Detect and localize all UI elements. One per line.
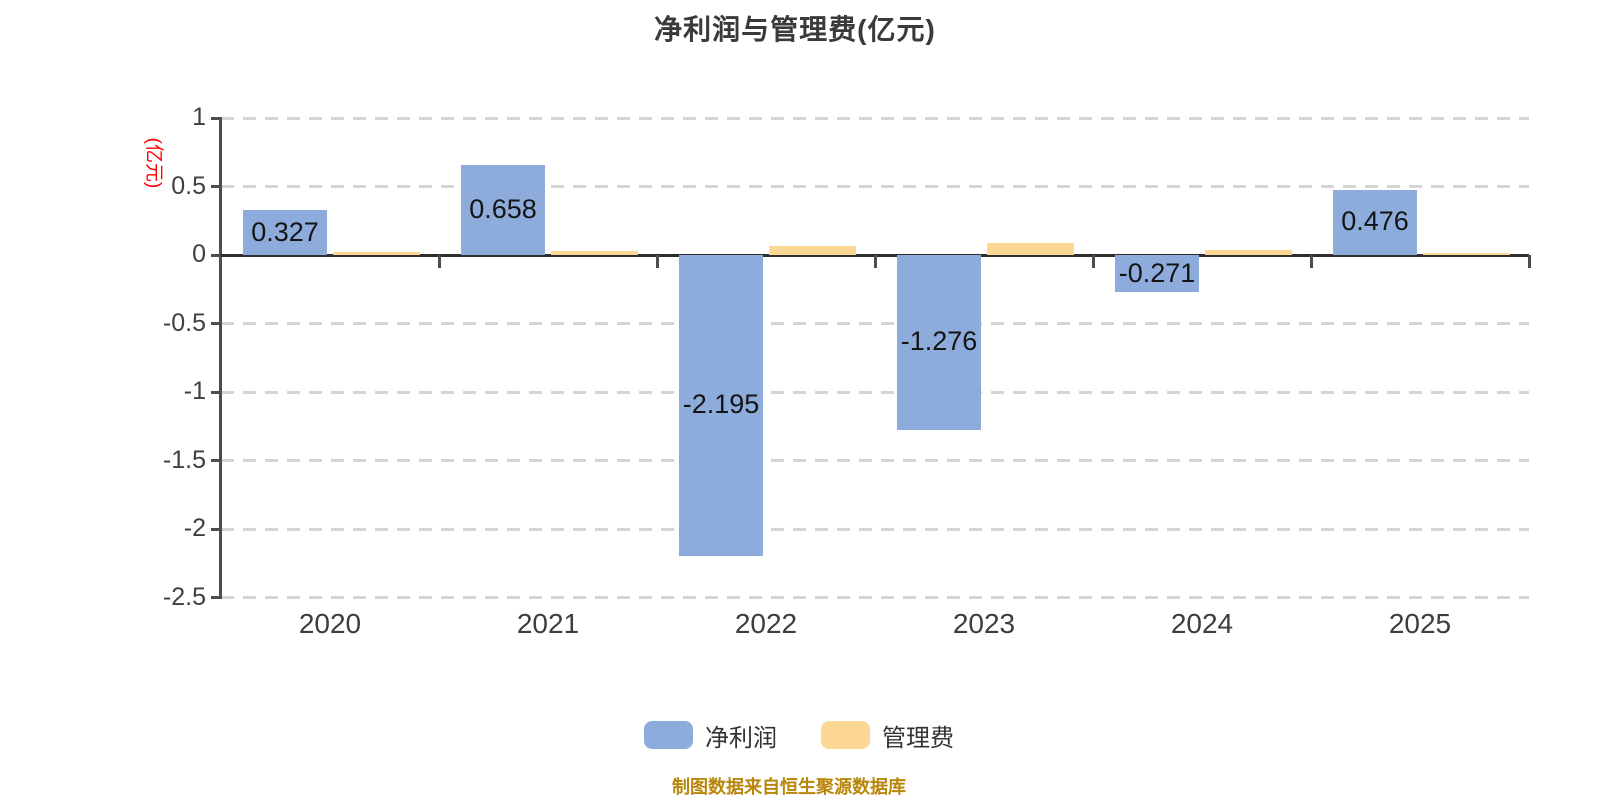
bar-value-label-2020: 0.327 (251, 216, 319, 247)
y-axis-tick (211, 459, 221, 462)
y-tick-label: -0.5 (162, 308, 206, 337)
source-note: 制图数据来自恒生聚源数据库 (672, 777, 906, 797)
management-fee-bar-2020 (333, 252, 420, 255)
net-profit-swatch-icon (644, 721, 693, 749)
net-profit-bar-2020 (243, 210, 327, 255)
x-axis-tick (1309, 255, 1313, 268)
gridline-y--1 (221, 390, 1529, 394)
x-axis-label-2025: 2025 (1388, 608, 1452, 639)
bar-value-label-2021: 0.658 (469, 193, 537, 224)
management-fee-bar-2025 (1423, 252, 1510, 255)
y-axis-tick (211, 596, 221, 599)
y-tick-label: 0 (192, 240, 206, 268)
gridline-y--2.5 (221, 596, 1529, 599)
legend: 净利润 管理费 (0, 718, 1598, 753)
y-axis-tick (211, 253, 221, 257)
legend-item-net-profit: 净利润 (644, 718, 777, 753)
y-axis-tick (211, 322, 221, 325)
x-axis-label-2023: 2023 (952, 608, 1016, 639)
chart-title: 净利润与管理费(亿元) (654, 14, 936, 45)
x-axis-label-2024: 2024 (1170, 608, 1234, 639)
bar-value-label-2024: -0.271 (1118, 257, 1196, 288)
y-tick-label: -1 (183, 377, 206, 405)
x-axis-label-2020: 2020 (298, 608, 362, 639)
bar-value-label-2025: 0.476 (1341, 206, 1409, 237)
x-axis-label-2022: 2022 (734, 608, 798, 639)
legend-item-management-fee: 管理费 (821, 718, 954, 753)
legend-label-management-fee: 管理费 (882, 724, 954, 752)
gridline-y--0.5 (221, 322, 1529, 325)
y-tick-label: -1.5 (162, 445, 206, 474)
y-axis-line (219, 117, 222, 599)
y-axis-tick (211, 185, 221, 188)
x-axis-tick (1527, 255, 1531, 268)
management-fee-bar-2023 (987, 242, 1074, 255)
management-fee-bar-2024 (1205, 250, 1292, 255)
x-axis-tick (1091, 255, 1095, 268)
management-fee-bar-2022 (769, 246, 856, 255)
management-fee-swatch-icon (821, 721, 870, 749)
y-axis-tick (211, 527, 221, 531)
management-fee-bar-2021 (551, 250, 638, 255)
net-profit-bar-2022 (679, 255, 763, 556)
x-axis-tick (873, 255, 877, 268)
y-tick-label: -2.5 (162, 582, 206, 611)
gridline-y--2 (221, 527, 1529, 531)
x-axis-tick (437, 255, 441, 268)
y-axis-tick (211, 390, 221, 394)
net-profit-bar-2025 (1333, 189, 1417, 255)
bar-value-label-2023: -1.276 (900, 326, 978, 357)
x-axis-label-2021: 2021 (516, 608, 580, 639)
bar-value-label-2022: -2.195 (682, 389, 760, 420)
y-axis-tick (211, 116, 221, 120)
y-tick-label: -2 (183, 514, 206, 542)
y-tick-label: 1 (192, 103, 206, 131)
gridline-y-0.5 (221, 185, 1529, 188)
gridline-y-1 (221, 116, 1529, 120)
net-profit-bar-2023 (897, 255, 981, 430)
y-tick-label: 0.5 (171, 171, 206, 200)
net-profit-bar-2021 (461, 164, 545, 255)
net-profit-bar-2024 (1115, 255, 1199, 293)
x-axis-tick (655, 255, 659, 268)
legend-label-net-profit: 净利润 (705, 724, 777, 752)
gridline-y--1.5 (221, 459, 1529, 462)
